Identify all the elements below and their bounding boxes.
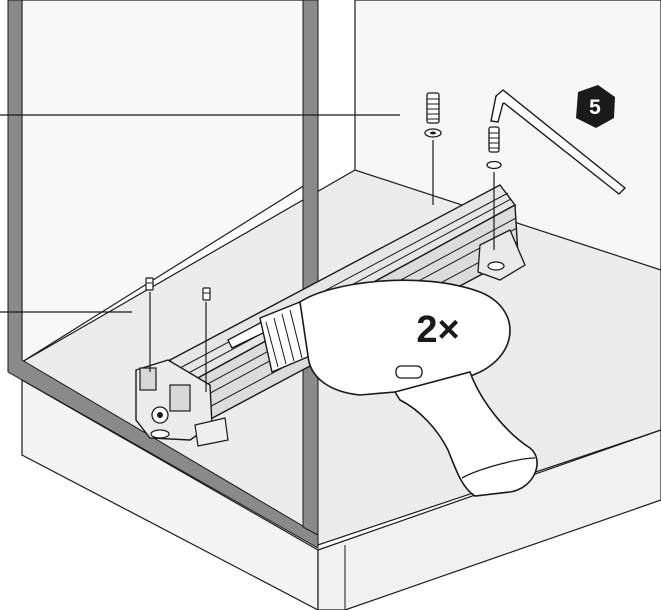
cordless-drill-icon: 2× [227,279,538,497]
step-badge: 5 [576,85,615,128]
screw-icon [424,92,442,205]
hexagon-badge-icon [576,85,615,128]
step-number: 5 [589,96,601,119]
drill-repeat-label: 2× [416,309,459,351]
cabinet-plinth-right [317,429,661,610]
screws [145,92,502,392]
cabinet-plinth-left [21,378,319,610]
screw-icon [202,287,211,392]
screw-icon [145,277,154,372]
cabinet-center-post [302,0,319,536]
hex-key-icon [490,89,627,195]
screw-icon [486,126,502,250]
